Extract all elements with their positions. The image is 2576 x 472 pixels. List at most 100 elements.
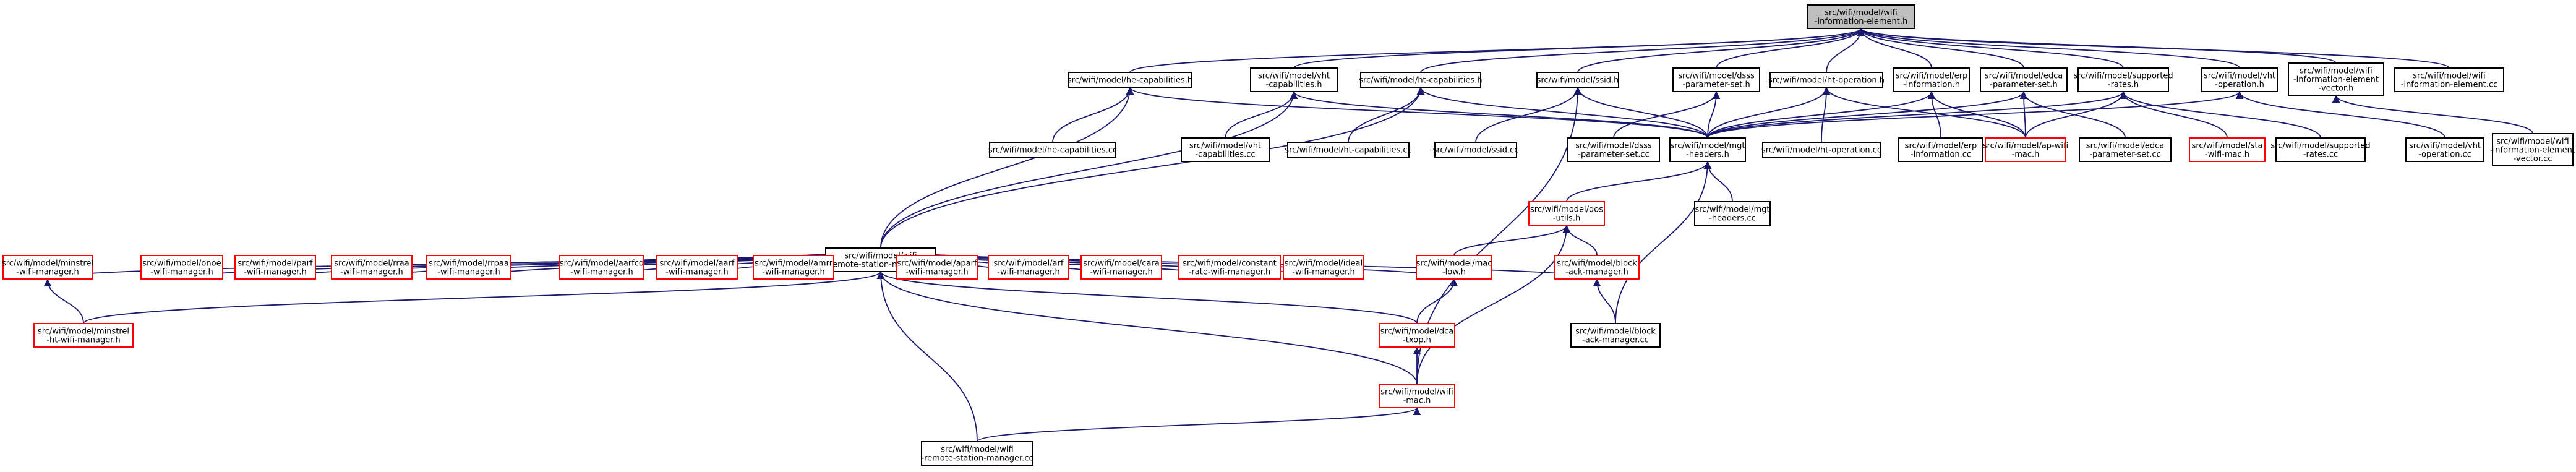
node-arf_h[interactable]: src/wifi/model/arf-wifi-manager.h: [988, 255, 1069, 280]
node-label: -rates.cc: [2303, 150, 2338, 160]
node-box: [1567, 137, 1660, 162]
node-label: -information-element.cc: [2401, 80, 2497, 90]
node-label: -operation.cc: [2418, 150, 2471, 160]
node-box: [2079, 137, 2172, 162]
node-ssid_cc[interactable]: src/wifi/model/ssid.cc: [1433, 142, 1519, 158]
node-label: src/wifi/model/qos: [1530, 205, 1603, 215]
node-stawifi_h[interactable]: src/wifi/model/sta-wifi-mac.h: [2189, 137, 2266, 162]
edge-edca_h-to-root: [1857, 28, 2024, 69]
node-ssid_h[interactable]: src/wifi/model/ssid.h: [1536, 72, 1619, 88]
node-he_cap_cc[interactable]: src/wifi/model/he-capabilities.cc: [988, 142, 1117, 158]
node-aarfcd_h[interactable]: src/wifi/model/aarfcd-wifi-manager.h: [559, 255, 644, 280]
node-label: src/wifi/model/wifi: [1825, 9, 1897, 18]
node-label: src/wifi/model/vht: [2204, 72, 2275, 81]
node-label: src/wifi/model/he-capabilities.cc: [988, 146, 1117, 155]
edge-apwifi_h-to-suprates_h: [2025, 91, 2128, 139]
node-box: [1181, 137, 1270, 162]
node-label: -wifi-manager.h: [1090, 268, 1152, 277]
edge-vht_cap_cc-to-vht_cap_h: [1225, 91, 1298, 139]
node-box: [1379, 323, 1455, 348]
node-box: [1570, 323, 1661, 348]
node-mgt_h[interactable]: src/wifi/model/mgt-headers.h: [1669, 137, 1746, 162]
node-minstrel_h[interactable]: src/wifi/model/minstrel-wifi-manager.h: [2, 255, 93, 280]
node-he_cap_h[interactable]: src/wifi/model/he-capabilities.h: [1068, 72, 1192, 88]
node-rrpaa_h[interactable]: src/wifi/model/rrpaa-wifi-manager.h: [426, 255, 511, 280]
node-label: src/wifi/model/minstrel: [2, 259, 93, 268]
node-box: [1528, 201, 1605, 226]
node-parf_h[interactable]: src/wifi/model/parf-wifi-manager.h: [234, 255, 316, 280]
edge-mgt_h-to-ssid_h: [1573, 87, 1708, 139]
node-blockack_h[interactable]: src/wifi/model/block-ack-manager.h: [1554, 255, 1640, 280]
node-vht_cap_h[interactable]: src/wifi/model/vht-capabilities.h: [1250, 67, 1338, 92]
node-box: [1416, 255, 1492, 280]
node-suprates_h[interactable]: src/wifi/model/supported-rates.h: [2073, 67, 2173, 92]
node-box: [1379, 384, 1455, 408]
node-cara_h[interactable]: src/wifi/model/cara-wifi-manager.h: [1080, 255, 1162, 280]
node-erp_h[interactable]: src/wifi/model/erp-information.h: [1893, 67, 1970, 92]
edge-rsm_h-to-vht_cap_h: [880, 91, 1298, 249]
node-wifimac_h[interactable]: src/wifi/model/wifi-mac.h: [1379, 384, 1455, 408]
node-rraa_h[interactable]: src/wifi/model/rraa-wifi-manager.h: [331, 255, 413, 280]
node-blockack_cc[interactable]: src/wifi/model/block-ack-manager.cc: [1570, 323, 1661, 348]
node-box: [753, 255, 834, 280]
node-iev_cc[interactable]: src/wifi/model/wifi-information-element-…: [2490, 133, 2575, 166]
node-iev_h[interactable]: src/wifi/model/wifi-information-element-…: [2288, 62, 2384, 96]
node-label: src/wifi/model/aarf: [660, 259, 735, 268]
node-vhtop_cc[interactable]: src/wifi/model/vht-operation.cc: [2405, 137, 2484, 162]
node-edca_h[interactable]: src/wifi/model/edca-parameter-set.h: [1980, 67, 2068, 92]
node-dsss_cc[interactable]: src/wifi/model/dsss-parameter-set.cc: [1567, 137, 1660, 162]
node-amrr_h[interactable]: src/wifi/model/amrr-wifi-manager.h: [753, 255, 834, 280]
node-label: -wifi-manager.h: [340, 268, 403, 277]
node-apwifi_h[interactable]: src/wifi/model/ap-wifi-mac.h: [1983, 137, 2068, 162]
node-qos_h[interactable]: src/wifi/model/qos-utils.h: [1528, 201, 1605, 226]
node-label: -wifi-manager.h: [665, 268, 728, 277]
node-maclow_h[interactable]: src/wifi/model/mac-low.h: [1416, 255, 1492, 280]
node-constrate_h[interactable]: src/wifi/model/constant-rate-wifi-manage…: [1178, 255, 1281, 280]
node-edca_cc[interactable]: src/wifi/model/edca-parameter-set.cc: [2079, 137, 2172, 162]
node-aarf_h[interactable]: src/wifi/model/aarf-wifi-manager.h: [656, 255, 738, 280]
node-label: -rate-wifi-manager.h: [1189, 268, 1271, 277]
edge-mgt_h-to-suprates_h: [1707, 91, 2128, 139]
node-vhtop_h[interactable]: src/wifi/model/vht-operation.h: [2201, 67, 2278, 92]
node-box: [140, 255, 223, 280]
edge-rsm_h-to-ht_cap_h: [880, 87, 1425, 249]
node-label: -wifi-manager.h: [1292, 268, 1354, 277]
node-ideal_h[interactable]: src/wifi/model/ideal-wifi-manager.h: [1283, 255, 1364, 280]
edge-dsss_cc-to-dsss_h: [1613, 91, 1721, 139]
node-box: [1250, 67, 1338, 92]
node-label: -parameter-set.cc: [1578, 150, 1649, 160]
edge-apwifi_h-to-edca_h: [2019, 91, 2028, 139]
node-minstrelht_h[interactable]: src/wifi/model/minstrel-ht-wifi-manager.…: [33, 323, 134, 348]
node-rsm_cc[interactable]: src/wifi/model/wifi-remote-station-manag…: [921, 441, 1033, 466]
node-box: [1068, 72, 1192, 88]
edge-blockack_cc-to-blockack_h: [1593, 278, 1616, 324]
node-dsss_h[interactable]: src/wifi/model/dsss-parameter-set.h: [1672, 67, 1760, 92]
node-label: -parameter-set.h: [1682, 80, 1750, 90]
node-htop_cc[interactable]: src/wifi/model/ht-operation.cc: [1761, 142, 1881, 158]
node-onoe_h[interactable]: src/wifi/model/onoe-wifi-manager.h: [140, 255, 223, 280]
node-box: [921, 441, 1033, 466]
node-label: src/wifi/model/amrr: [755, 259, 833, 268]
node-suprates_cc[interactable]: src/wifi/model/supported-rates.cc: [2270, 137, 2371, 162]
edge-minstrelht_h-to-rsm_h: [83, 271, 884, 324]
node-label: src/wifi/model/rraa: [334, 259, 409, 268]
node-vht_cap_cc[interactable]: src/wifi/model/vht-capabilities.cc: [1181, 137, 1270, 162]
node-label: src/wifi/model/vht: [2409, 142, 2481, 151]
node-dcatxop_h[interactable]: src/wifi/model/dca-txop.h: [1379, 323, 1455, 348]
node-ht_cap_h[interactable]: src/wifi/model/ht-capabilities.h: [1359, 72, 1483, 88]
node-erp_cc[interactable]: src/wifi/model/erp-information.cc: [1898, 137, 1983, 162]
node-label: -wifi-manager.h: [16, 268, 79, 277]
node-label: src/wifi/model/constant: [1183, 259, 1277, 268]
edge-dcatxop_h-to-maclow_h: [1416, 278, 1458, 324]
node-ie_cc[interactable]: src/wifi/model/wifi-information-element.…: [2394, 67, 2504, 92]
node-label: -vector.cc: [2514, 155, 2552, 164]
node-label: src/wifi/model/supported: [2073, 72, 2173, 81]
node-label: -parameter-set.cc: [2089, 150, 2160, 160]
node-htop_h[interactable]: src/wifi/model/ht-operation.h: [1768, 72, 1885, 88]
node-aparf_h[interactable]: src/wifi/model/aparf-wifi-manager.h: [896, 255, 978, 280]
node-label: src/wifi/model/dsss: [1575, 142, 1652, 151]
node-ht_cap_cc[interactable]: src/wifi/model/ht-capabilities.cc: [1285, 142, 1412, 158]
edge-ht_cap_cc-to-ht_cap_h: [1348, 87, 1425, 143]
edge-minstrelht_h-to-minstrel_h: [43, 278, 84, 324]
node-mgt_cc[interactable]: src/wifi/model/mgt-headers.cc: [1694, 201, 1771, 226]
